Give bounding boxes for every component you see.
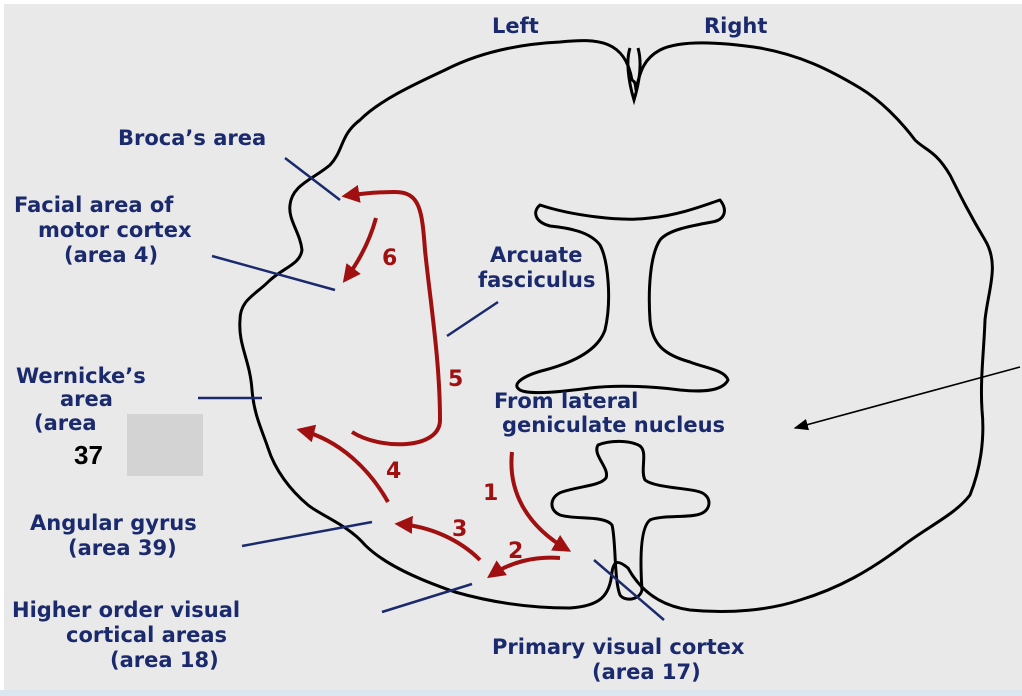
label-lgn-line2: geniculate nucleus [502, 413, 725, 437]
label-arcuate-line1: Arcuate [490, 243, 582, 267]
step-number-2: 2 [508, 539, 523, 564]
label-wernicke-number: 37 [74, 440, 103, 470]
annotation-arrow [795, 367, 1020, 428]
label-broca: Broca’s area [118, 126, 266, 150]
step-number-3: 3 [452, 517, 467, 542]
label-primary-line2: (area 17) [592, 660, 701, 684]
redaction-box [127, 414, 203, 476]
leader-arcuate [447, 302, 498, 336]
label-facial-line1: Facial area of [14, 193, 174, 217]
label-facial-line2: motor cortex [38, 218, 192, 242]
label-right: Right [704, 14, 767, 38]
label-left: Left [492, 14, 539, 38]
step-number-6: 6 [382, 246, 397, 271]
label-arcuate-line2: fasciculus [478, 268, 596, 292]
label-angular-line2: (area 39) [68, 536, 177, 560]
arrow-step-5 [345, 192, 440, 444]
longitudinal-fissure [628, 48, 640, 100]
label-higher-line2: cortical areas [66, 623, 227, 647]
arrow-step-3 [398, 524, 480, 560]
label-angular-line1: Angular gyrus [30, 511, 197, 535]
step-number-1: 1 [483, 481, 498, 506]
leader-facial [212, 256, 335, 290]
lateral-ventricle [517, 200, 728, 393]
arrow-step-2 [490, 558, 560, 576]
label-wernicke-line2: area [60, 387, 113, 411]
leader-higher [382, 584, 472, 612]
label-higher-line3: (area 18) [110, 648, 219, 672]
label-higher-line1: Higher order visual [12, 598, 240, 622]
label-wernicke-line1: Wernicke’s [16, 364, 146, 388]
step-number-4: 4 [386, 459, 401, 484]
label-facial-line3: (area 4) [64, 243, 158, 267]
arrow-step-6 [345, 218, 376, 280]
arrow-step-1 [511, 452, 568, 550]
posterior-ventricle [552, 441, 709, 599]
label-wernicke-line3: (area [34, 411, 97, 435]
step-number-5: 5 [448, 367, 463, 392]
label-primary-line1: Primary visual cortex [492, 635, 745, 659]
label-lgn-line1: From lateral [494, 389, 638, 413]
